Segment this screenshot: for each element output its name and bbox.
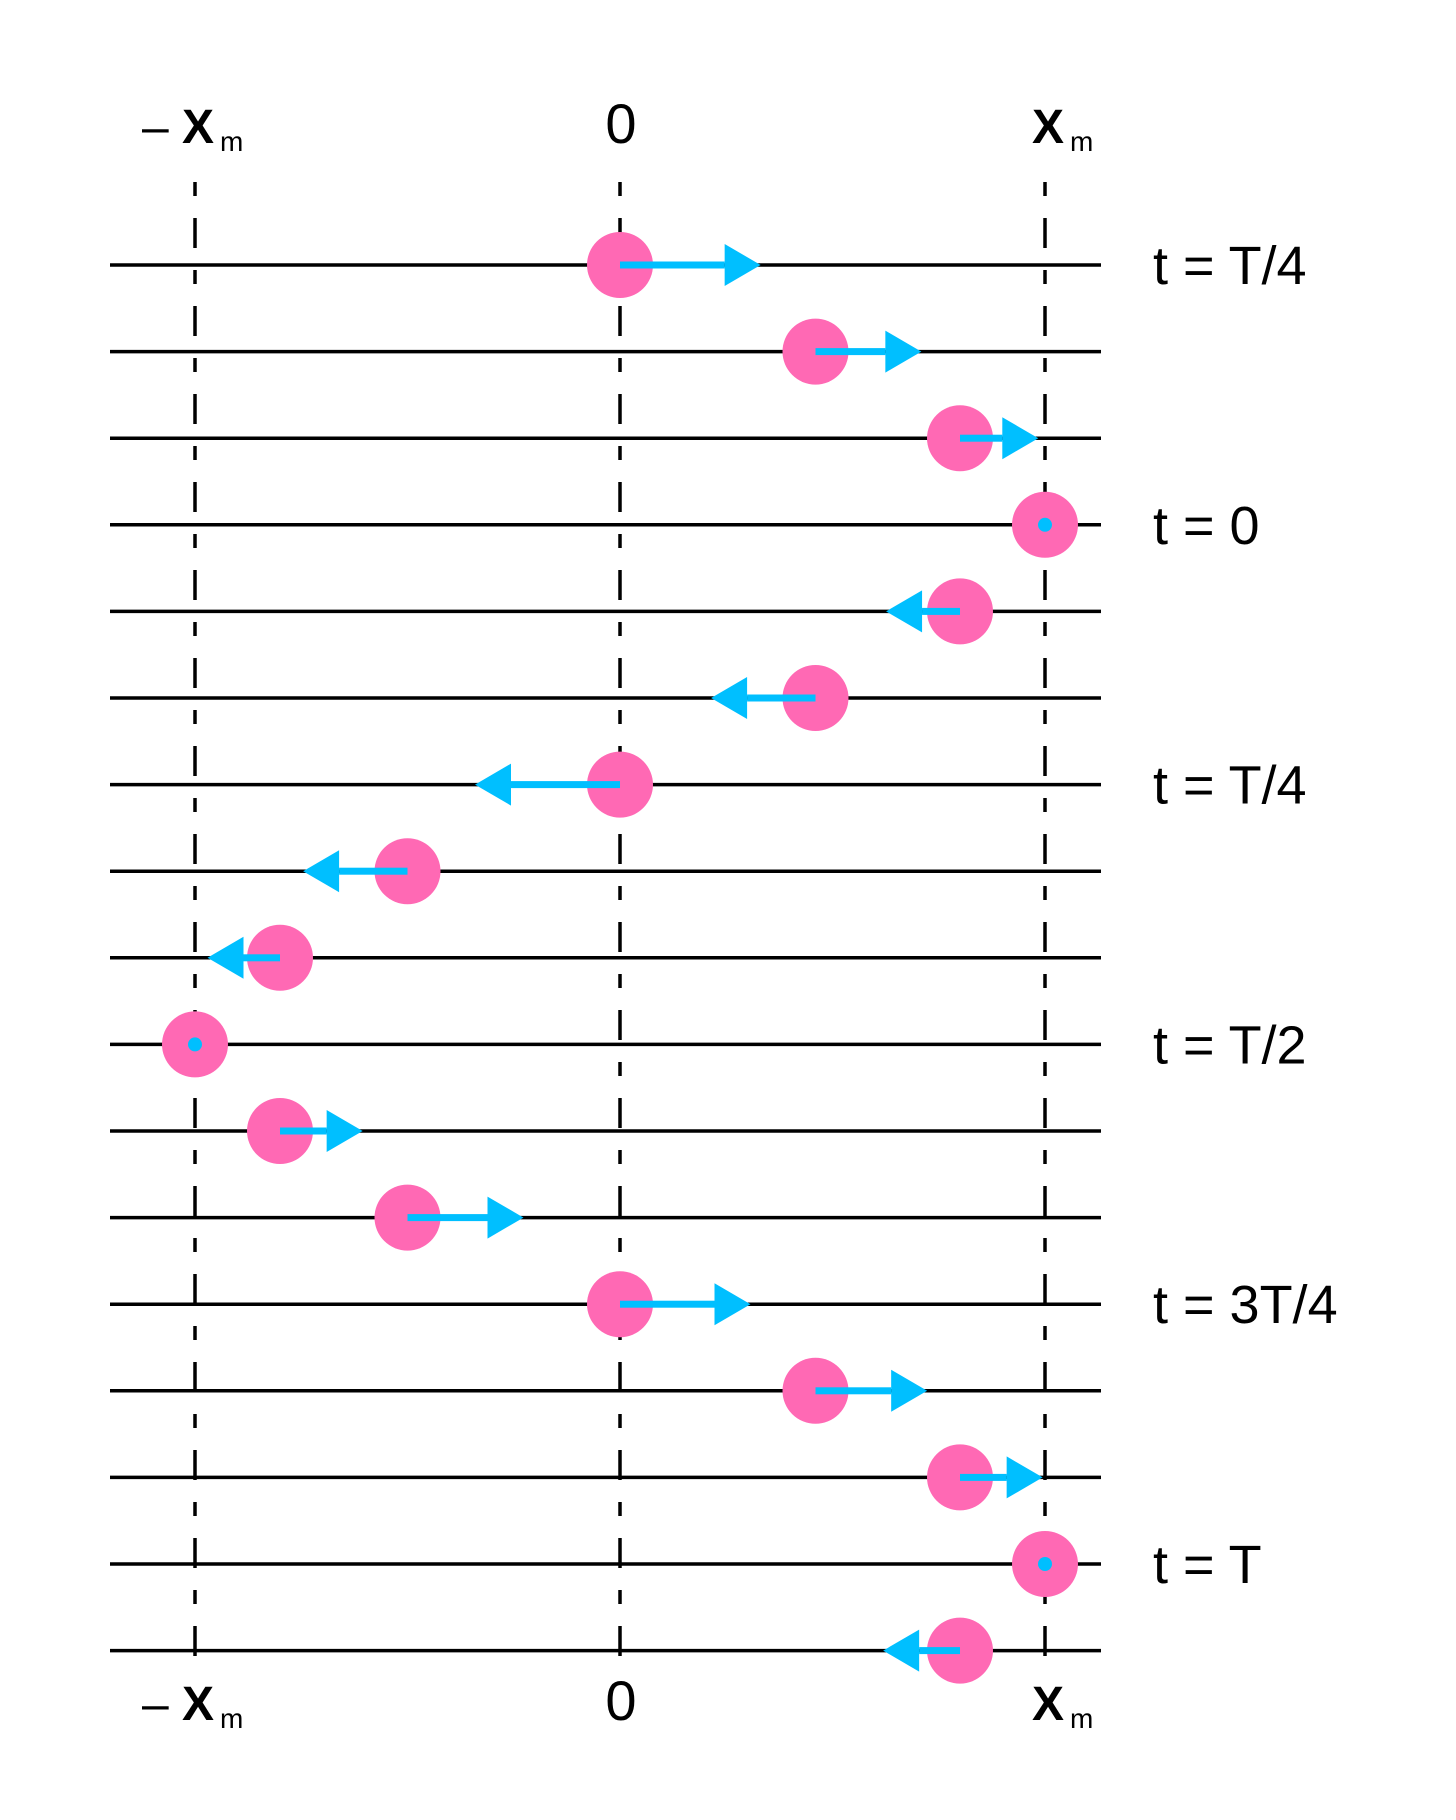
arrow-left-icon — [711, 677, 748, 719]
time-row — [110, 838, 1101, 905]
x-symbol: X — [1032, 101, 1064, 154]
time-label: t = 3T/4 — [1153, 1275, 1338, 1335]
arrow-right-icon — [724, 244, 761, 286]
time-label: t = 0 — [1153, 496, 1260, 556]
time-row: t = T — [110, 1531, 1262, 1597]
time-row: t = 3T/4 — [110, 1271, 1338, 1338]
time-label: t = T/4 — [1153, 756, 1307, 816]
zero-velocity-dot — [188, 1037, 202, 1052]
top-label-zero: 0 — [605, 92, 636, 155]
time-label: t = T/4 — [1153, 236, 1307, 296]
time-label: t = T — [1153, 1535, 1262, 1595]
zero-velocity-dot — [1038, 517, 1052, 532]
velocity-arrow-shaft — [407, 1214, 488, 1222]
minus-sign: – — [142, 1678, 182, 1731]
arrow-right-icon — [714, 1283, 751, 1326]
arrow-right-icon — [1006, 1456, 1043, 1499]
m-subscript: m — [1070, 126, 1093, 157]
arrow-right-icon — [487, 1196, 524, 1239]
arrow-left-icon — [475, 763, 511, 806]
time-row — [110, 1617, 1101, 1684]
time-row — [110, 1444, 1101, 1511]
time-row: t = T/4 — [110, 232, 1307, 298]
zero-velocity-dot — [1038, 1557, 1052, 1571]
time-row — [110, 578, 1101, 645]
velocity-arrow-shaft — [339, 867, 408, 875]
arrow-right-icon — [326, 1110, 363, 1152]
arrow-left-icon — [886, 590, 923, 633]
time-row: t = T/4 — [110, 751, 1307, 818]
time-row — [110, 1357, 1101, 1424]
velocity-arrow-shaft — [511, 781, 620, 789]
velocity-arrow-shaft — [960, 434, 1003, 442]
arrow-left-icon — [303, 850, 340, 893]
arrow-left-icon — [883, 1629, 920, 1672]
velocity-arrow-shaft — [620, 1300, 715, 1308]
time-row — [110, 665, 1101, 731]
velocity-arrow-shaft — [620, 261, 725, 269]
velocity-arrow-shaft — [960, 1473, 1007, 1481]
velocity-arrow-shaft — [747, 694, 816, 702]
reference-dashed-lines — [193, 182, 1047, 1663]
time-row — [110, 1184, 1101, 1251]
m-subscript: m — [220, 1703, 243, 1734]
time-row — [110, 924, 1101, 991]
time-row: t = T/2 — [110, 1011, 1307, 1078]
x-symbol: X — [182, 101, 214, 154]
arrow-left-icon — [207, 936, 244, 979]
velocity-arrow-shaft — [243, 954, 280, 962]
m-subscript: m — [220, 126, 243, 157]
velocity-arrow-shaft — [815, 1387, 892, 1395]
time-row — [110, 1098, 1101, 1164]
time-row: t = 0 — [110, 491, 1260, 558]
arrow-right-icon — [885, 330, 922, 373]
arrow-right-icon — [1002, 417, 1039, 460]
x-symbol: X — [1032, 1678, 1064, 1731]
velocity-arrow-shaft — [280, 1127, 327, 1135]
time-row — [110, 318, 1101, 385]
velocity-arrow-shaft — [815, 348, 886, 356]
time-row — [110, 405, 1101, 472]
time-rows: t = T/4 t = 0 t = T/4 t = T/2 t = 3T/4 t = T — [110, 232, 1338, 1684]
minus-sign: – — [142, 101, 182, 154]
velocity-arrow-shaft — [922, 607, 960, 615]
bottom-label-zero: 0 — [605, 1669, 636, 1732]
x-symbol: X — [182, 1678, 214, 1731]
velocity-arrow-shaft — [919, 1647, 960, 1655]
m-subscript: m — [1070, 1703, 1093, 1734]
time-label: t = T/2 — [1153, 1015, 1307, 1075]
arrow-right-icon — [891, 1369, 928, 1412]
